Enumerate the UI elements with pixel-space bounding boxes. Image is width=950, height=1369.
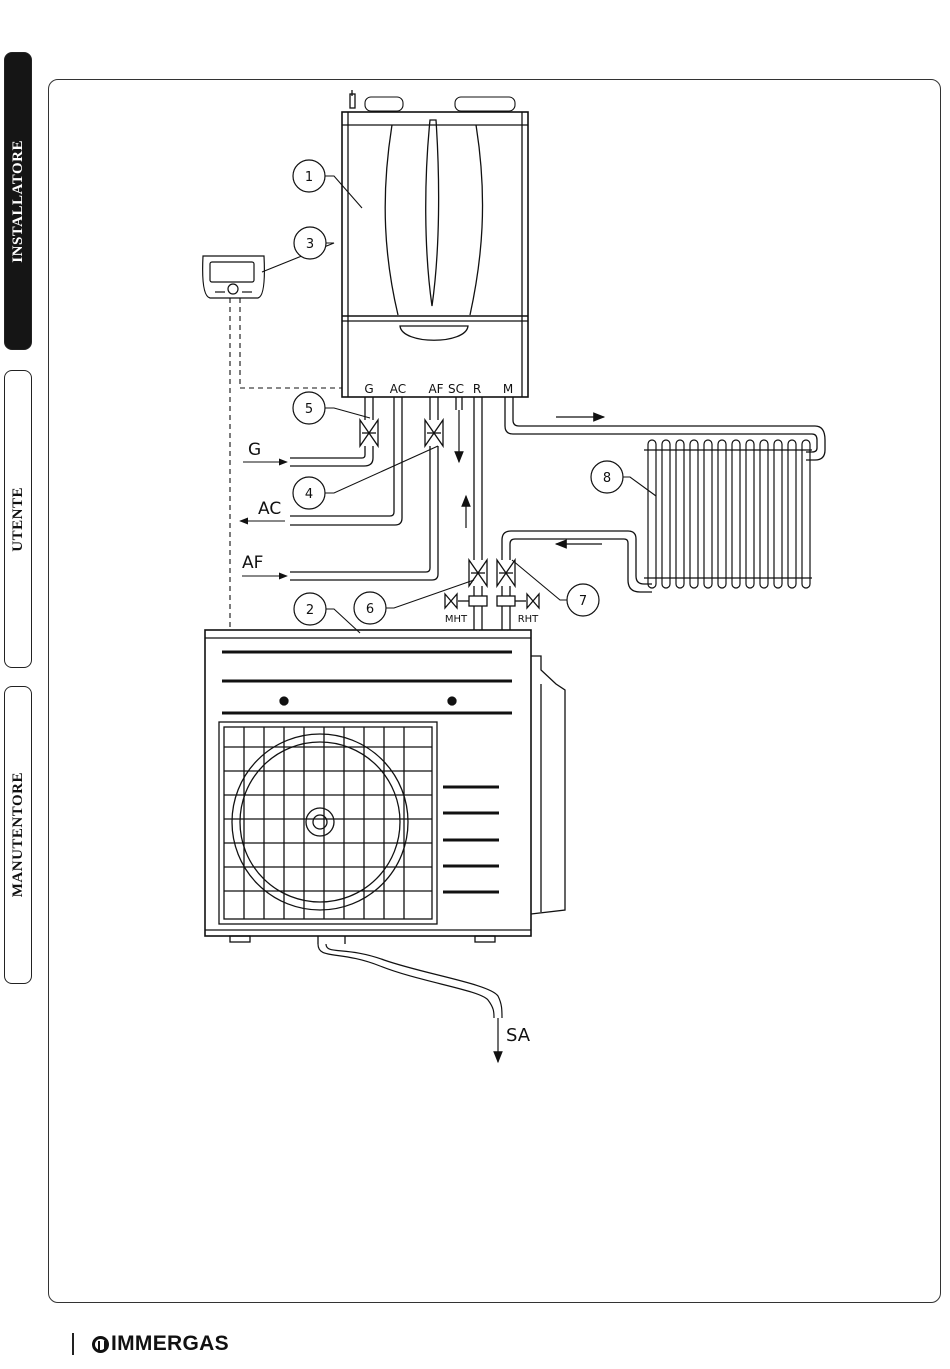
connection-label-ac: AC: [390, 382, 406, 396]
condensate-drain-line: [318, 944, 502, 1018]
callout-7-label: 7: [579, 594, 587, 609]
callout-5-label: 5: [305, 402, 313, 417]
connection-label-g: G: [364, 382, 373, 396]
pipe-label-af: AF: [242, 553, 263, 573]
brand-mark-icon: [92, 1336, 109, 1353]
pipe-label-g: G: [248, 440, 261, 460]
callout-1-label: 1: [305, 170, 313, 185]
brand-name: IMMERGAS: [111, 1332, 229, 1356]
callout-3-label: 3: [306, 237, 314, 252]
connection-label-af: AF: [428, 382, 443, 396]
pipe-label-sa: SA: [506, 1025, 531, 1046]
footer-divider: [72, 1333, 74, 1355]
pipe-label-ac: AC: [258, 499, 281, 519]
callout-2-label: 2: [306, 603, 314, 618]
callout-6: 6: [354, 592, 386, 624]
callout-3: 3: [294, 227, 326, 259]
flow-line: [505, 410, 825, 460]
callout-5: 5: [293, 392, 325, 424]
remote-control: [203, 256, 265, 298]
connection-label-m: M: [503, 382, 513, 396]
callout-1: 1: [293, 160, 325, 192]
callout-4: 4: [293, 477, 325, 509]
pipe-label-rht: RHT: [518, 614, 539, 625]
callout-4-label: 4: [305, 487, 313, 502]
callout-6-label: 6: [366, 602, 374, 617]
boiler-unit: [342, 90, 528, 410]
heat-pump-unit: [205, 630, 565, 944]
brand-logo: IMMERGAS: [92, 1331, 229, 1357]
radiator: [644, 440, 812, 588]
callout-2: 2: [294, 593, 326, 625]
connection-label-r: R: [473, 382, 481, 396]
pipe-label-mht: MHT: [445, 614, 468, 625]
callout-8: 8: [591, 461, 623, 493]
connection-label-sc: SC: [448, 382, 464, 396]
callout-7: 7: [567, 584, 599, 616]
callout-8-label: 8: [603, 471, 611, 486]
